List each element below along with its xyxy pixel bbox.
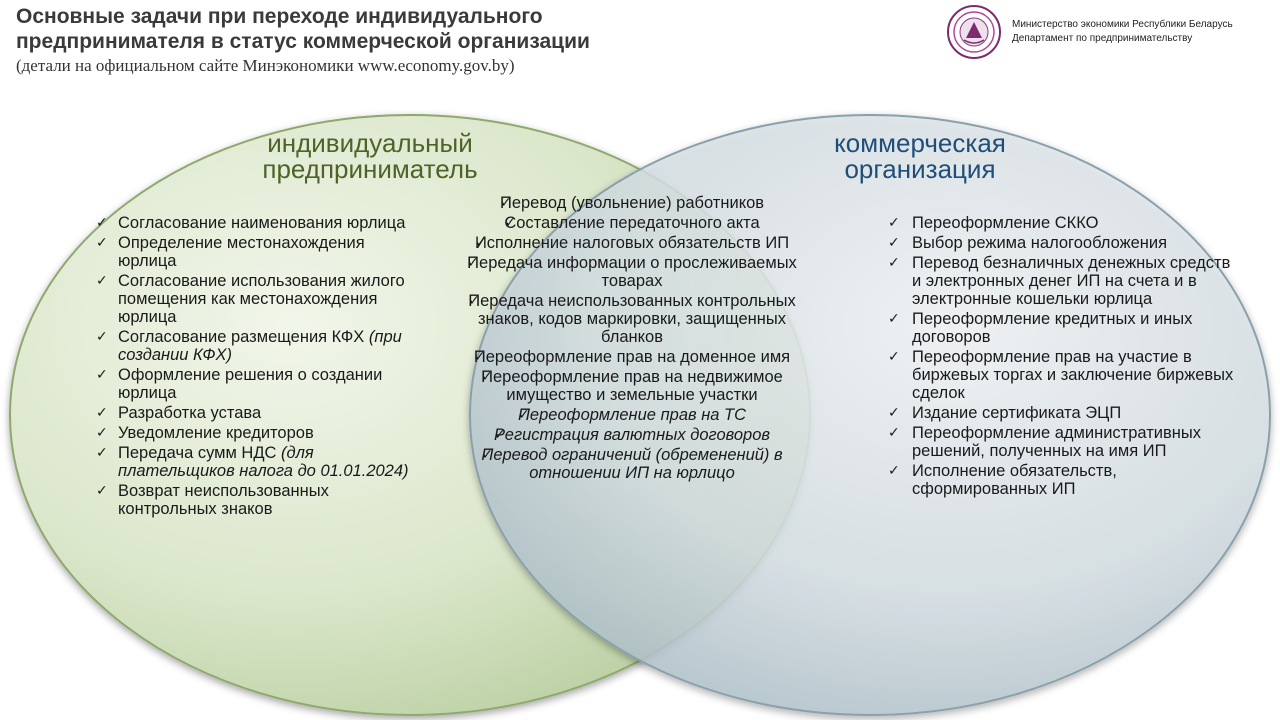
list-item: Переоформление прав на участие в биржевы…: [888, 348, 1238, 402]
list-item: Уведомление кредиторов: [96, 424, 426, 442]
department-name: Департамент по предпринимательству: [1012, 33, 1193, 44]
list-item: Возврат неиспользованных контрольных зна…: [96, 482, 426, 518]
ministry-name: Министерство экономики Республики Белару…: [1012, 19, 1233, 30]
list-item: Переоформление прав на доменное имя: [452, 348, 812, 366]
list-item: Исполнение налоговых обязательств ИП: [452, 234, 812, 252]
list-item: Переоформление административных решений,…: [888, 424, 1238, 460]
list-item: Издание сертификата ЭЦП: [888, 404, 1238, 422]
ministry-caption: Министерство экономики Республики Белару…: [1012, 18, 1274, 46]
page-title: Основные задачи при переходе индивидуаль…: [16, 5, 590, 53]
page-subtitle: (детали на официальном сайте Минэкономик…: [16, 56, 515, 75]
common-task-list: Перевод (увольнение) работников Составле…: [452, 194, 812, 484]
list-item: Выбор режима налогообложения: [888, 234, 1238, 252]
list-item: Согласование использования жилого помеще…: [96, 272, 426, 326]
list-item: Разработка устава: [96, 404, 426, 422]
list-item: Регистрация валютных договоров: [452, 426, 812, 444]
list-item: Согласование наименования юрлица: [96, 214, 426, 232]
list-item: Исполнение обязательств, сформированных …: [888, 462, 1238, 498]
ministry-seal-logo: [947, 5, 1001, 59]
left-circle-title: индивидуальный предприниматель: [262, 128, 478, 184]
list-item: Переоформление прав на ТС: [452, 406, 812, 424]
list-item: Согласование размещения КФХ (при создани…: [96, 328, 426, 364]
list-item: Передача информации о прослеживаемых тов…: [452, 254, 812, 290]
list-item: Определение местонахождения юрлица: [96, 234, 426, 270]
list-item: Составление передаточного акта: [452, 214, 812, 232]
list-item: Перевод безналичных денежных средств и э…: [888, 254, 1238, 308]
left-task-list: Согласование наименования юрлица Определ…: [96, 214, 426, 520]
list-item: Оформление решения о создании юрлица: [96, 366, 426, 402]
list-item: Переоформление кредитных и иных договоро…: [888, 310, 1238, 346]
list-item: Перевод (увольнение) работников: [452, 194, 812, 212]
right-circle-title: коммерческая организация: [834, 128, 1006, 184]
list-item: Передача сумм НДС (для плательщиков нало…: [96, 444, 426, 480]
list-item: Перевод ограничений (обременений) в отно…: [452, 446, 812, 482]
right-task-list: Переоформление СККО Выбор режима налогоо…: [888, 214, 1238, 500]
list-item: Передача неиспользованных контрольных зн…: [452, 292, 812, 346]
list-item: Переоформление СККО: [888, 214, 1238, 232]
list-item: Переоформление прав на недвижимое имущес…: [452, 368, 812, 404]
